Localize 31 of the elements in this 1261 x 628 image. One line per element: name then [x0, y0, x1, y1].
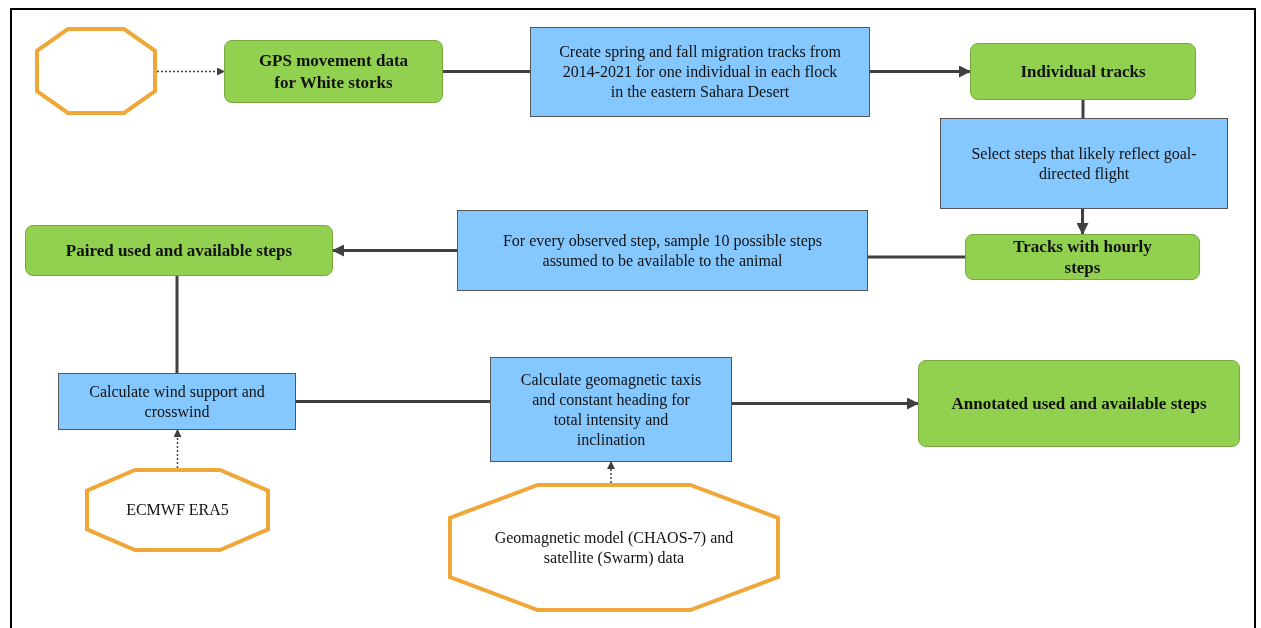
result-box [25, 225, 333, 276]
result-box [965, 234, 1200, 280]
node-text: Geomagnetic model (CHAOS-7) and satellite (Swarm) data [493, 527, 735, 568]
node-text: Individual tracks [1019, 60, 1147, 83]
connector-arrow [332, 244, 457, 257]
node-text: Calculate geomagnetic taxis and constant heading for total intensity and inclination [519, 369, 703, 450]
node-text: Create spring and fall migration tracks from 2014-2021 for one individual in each flock in the eastern Sahara Desert [558, 42, 842, 102]
data-source-octagon [448, 483, 780, 612]
data-source-octagon [85, 468, 270, 552]
connector-arrow [732, 397, 919, 410]
node-text: Annotated used and available steps [950, 392, 1208, 415]
node-text: For every observed step, sample 10 possible steps assumed to be available to the animal [501, 230, 824, 271]
node-text: Calculate wind support and crosswind [88, 381, 266, 422]
node-text: ECMWF ERA5 [125, 500, 230, 520]
node-text: GPS movement data for White storks [257, 50, 410, 93]
node-text: Paired used and available steps [64, 239, 294, 262]
connector-arrow [607, 461, 615, 484]
result-box [224, 40, 443, 103]
node-text: Select steps that likely reflect goal-directed flight [970, 143, 1198, 184]
node-text: Tracks with hourly steps [1012, 235, 1153, 279]
process-box [58, 373, 296, 430]
result-box [918, 360, 1240, 447]
connector-arrow [173, 429, 182, 469]
process-box [530, 27, 870, 117]
connector-arrow [870, 65, 971, 78]
process-box [940, 118, 1228, 209]
process-box [490, 357, 732, 462]
connector-arrow [1076, 209, 1089, 235]
data-source-octagon [35, 27, 157, 115]
process-box [457, 210, 868, 291]
result-box [970, 43, 1196, 100]
